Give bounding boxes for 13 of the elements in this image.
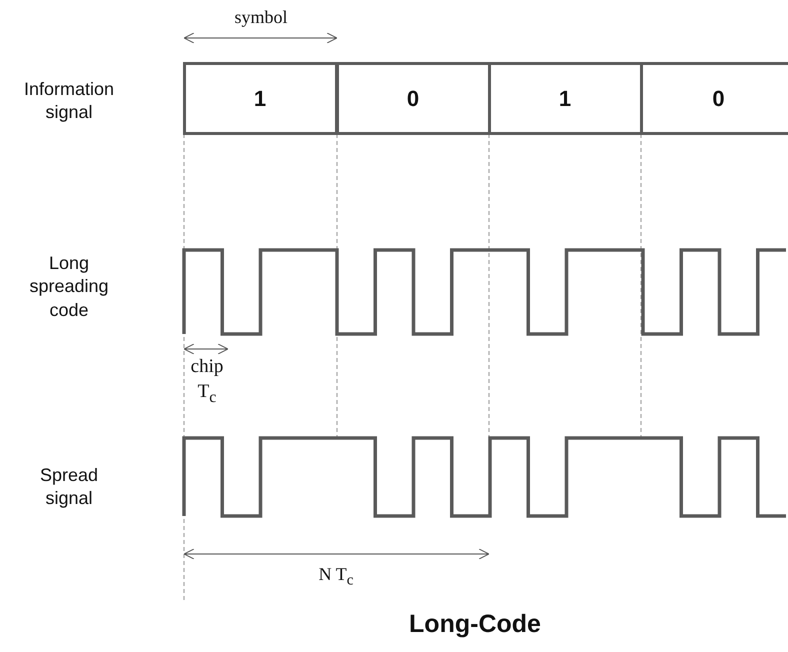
diagram-title: Long-Code bbox=[408, 610, 542, 639]
bit-value: 0 bbox=[712, 86, 725, 112]
row-label: Information signal bbox=[22, 78, 116, 124]
bit-value: 0 bbox=[406, 86, 420, 112]
bit-value: 1 bbox=[254, 86, 266, 112]
row-label: Long spreading code bbox=[28, 252, 110, 322]
row-label: Spread signal bbox=[38, 464, 100, 510]
dimension-label: chip T$_{c}$ bbox=[190, 355, 224, 408]
dimension-label: N T$_{c}$ bbox=[318, 563, 354, 591]
bit-cell bbox=[182, 62, 338, 135]
bit-value: 1 bbox=[558, 86, 572, 112]
bit-cell bbox=[336, 62, 490, 135]
dimension-label: symbol bbox=[233, 6, 288, 29]
